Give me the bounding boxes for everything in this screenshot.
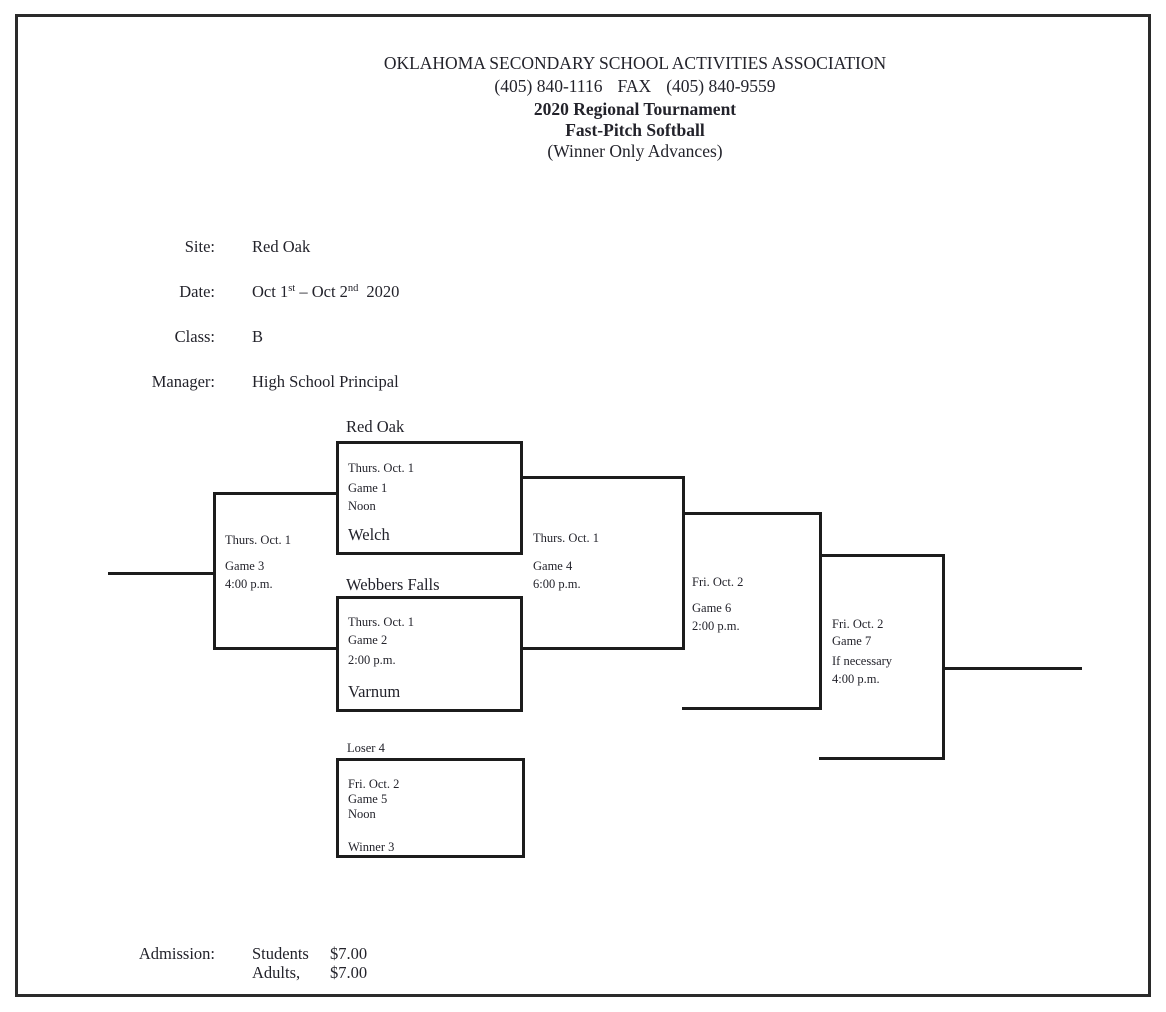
admission-adults-row: Adults, $7.00 xyxy=(252,963,367,982)
site-value: Red Oak xyxy=(252,237,311,256)
feeder-line xyxy=(108,572,213,575)
game7-top-arm-line xyxy=(819,554,945,557)
manager-label: Manager: xyxy=(151,372,215,391)
game1-winner-line xyxy=(521,476,685,479)
date-superscript-nd: nd xyxy=(347,283,359,294)
date-label: Date: xyxy=(179,282,215,301)
game4-time: 6:00 p.m. xyxy=(533,577,581,591)
game7-time: 4:00 p.m. xyxy=(832,672,880,686)
sport-title: Fast-Pitch Softball xyxy=(565,120,705,140)
game6-number: Game 6 xyxy=(692,601,732,615)
game2-time: 2:00 p.m. xyxy=(348,653,396,667)
phone-number: (405) 840-1116 xyxy=(494,76,603,96)
game2-winner-line xyxy=(521,647,685,650)
manager-value: High School Principal xyxy=(252,372,399,391)
game6-bottom-arm-line xyxy=(682,707,822,710)
game5-bottom-team: Winner 3 xyxy=(348,840,395,854)
game2-box: Thurs. Oct. 1 Game 2 2:00 p.m. Varnum xyxy=(336,596,523,712)
game2-date: Thurs. Oct. 1 xyxy=(348,615,414,629)
game5-number: Game 5 xyxy=(348,792,388,806)
page-border xyxy=(15,14,1151,997)
fax-number: (405) 840-9559 xyxy=(666,76,776,96)
date-part-1: Oct 1 xyxy=(252,282,289,301)
advance-note: (Winner Only Advances) xyxy=(547,141,723,161)
site-label: Site: xyxy=(184,237,215,256)
game3-number: Game 3 xyxy=(225,559,265,573)
date-value: Oct 1st – Oct 2nd 2020 xyxy=(252,282,399,301)
class-value: B xyxy=(252,327,264,346)
tournament-title: 2020 Regional Tournament xyxy=(533,99,737,119)
champion-line xyxy=(942,667,1082,670)
admission-students-name: Students xyxy=(252,944,309,963)
game7-number: Game 7 xyxy=(832,634,872,648)
game5-date: Fri. Oct. 2 xyxy=(348,777,400,791)
game5-top-team: Loser 4 xyxy=(347,741,385,755)
game3-date: Thurs. Oct. 1 xyxy=(225,533,291,547)
game4-date: Thurs. Oct. 1 xyxy=(533,531,599,545)
game6-date: Fri. Oct. 2 xyxy=(692,575,744,589)
date-part-2: – Oct 2 xyxy=(295,282,348,301)
game7-note: If necessary xyxy=(832,654,893,668)
game7-vertical-line xyxy=(942,554,945,760)
date-superscript-st: st xyxy=(288,283,296,294)
phone-fax-line: (405) 840-1116 FAX (405) 840-9559 xyxy=(140,76,1130,96)
organization-title: OKLAHOMA SECONDARY SCHOOL ACTIVITIES ASS… xyxy=(383,53,887,73)
game2-number: Game 2 xyxy=(348,633,388,647)
game1-top-team: Red Oak xyxy=(346,417,405,436)
game5-box: Fri. Oct. 2 Game 5 Noon Winner 3 xyxy=(336,758,525,858)
game1-bottom-team: Welch xyxy=(348,525,390,544)
game7-date: Fri. Oct. 2 xyxy=(832,617,884,631)
class-label: Class: xyxy=(174,327,215,346)
admission-label: Admission: xyxy=(138,944,215,963)
fax-label: FAX xyxy=(617,76,652,96)
game4-number: Game 4 xyxy=(533,559,573,573)
game3-top-arm-line xyxy=(213,492,339,495)
game1-time: Noon xyxy=(348,499,376,513)
game6-vertical-line xyxy=(819,512,822,710)
date-year: 2020 xyxy=(366,282,400,301)
game3-vertical-line xyxy=(213,492,216,650)
game1-date: Thurs. Oct. 1 xyxy=(348,461,414,475)
game6-time: 2:00 p.m. xyxy=(692,619,740,633)
game5-time: Noon xyxy=(348,807,376,821)
game4-vertical-line xyxy=(682,476,685,650)
admission-adults-price: $7.00 xyxy=(330,963,368,982)
game7-bottom-arm-line xyxy=(819,757,945,760)
game4-winner-line xyxy=(682,512,822,515)
game2-top-team: Webbers Falls xyxy=(346,575,440,594)
admission-students-row: Students $7.00 xyxy=(252,944,367,963)
game3-time: 4:00 p.m. xyxy=(225,577,273,591)
game1-number: Game 1 xyxy=(348,481,388,495)
game1-box: Thurs. Oct. 1 Game 1 Noon Welch xyxy=(336,441,523,555)
game2-bottom-team: Varnum xyxy=(348,682,401,701)
game3-bottom-arm-line xyxy=(213,647,339,650)
admission-students-price: $7.00 xyxy=(330,944,368,963)
admission-adults-name: Adults, xyxy=(252,963,301,982)
